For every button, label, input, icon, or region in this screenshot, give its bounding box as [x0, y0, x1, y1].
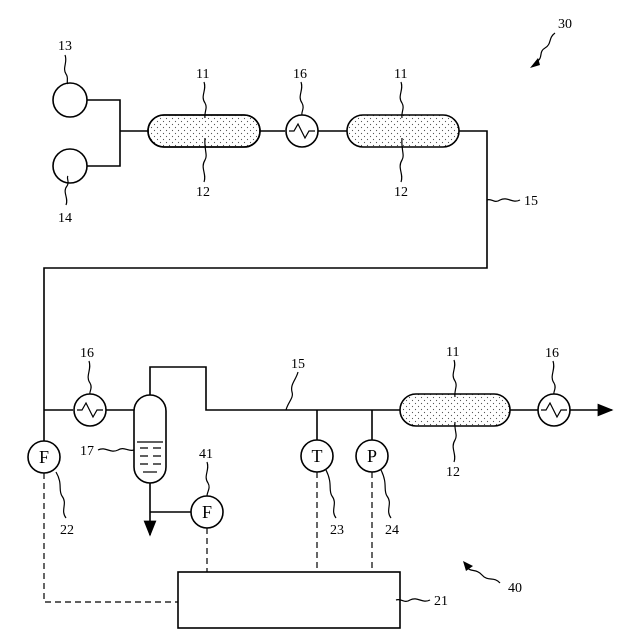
label-11b: 11	[394, 67, 407, 82]
label-16c: 16	[545, 346, 559, 361]
source-13	[53, 83, 87, 117]
heat-exchanger-16c	[538, 394, 570, 426]
label-16a: 16	[293, 67, 307, 82]
label-15b: 15	[291, 357, 305, 372]
label-16b: 16	[80, 346, 94, 361]
svg-text:T: T	[312, 446, 323, 466]
packed-vessel-11c	[400, 394, 510, 426]
flow-meter-22: F	[28, 441, 60, 473]
packed-vessel-11b	[347, 115, 459, 147]
svg-text:F: F	[202, 502, 212, 522]
label-30: 30	[558, 17, 572, 32]
reference-numerals: 30 40 13 14 11 12 16 11 12 15 16 17 22 4…	[58, 17, 572, 609]
label-11c: 11	[446, 345, 459, 360]
label-17: 17	[80, 444, 94, 459]
source-manifold	[87, 100, 148, 166]
label-11a: 11	[196, 67, 209, 82]
label-41: 41	[199, 447, 213, 462]
controller-21	[178, 572, 400, 628]
label-40: 40	[508, 581, 522, 596]
separator-17	[134, 395, 166, 483]
pressure-sensor-24: P	[356, 440, 388, 472]
label-14: 14	[58, 211, 72, 226]
label-15a: 15	[524, 194, 538, 209]
heat-exchanger-16a	[286, 115, 318, 147]
temperature-sensor-23: T	[301, 440, 333, 472]
packed-vessel-11a	[148, 115, 260, 147]
flow-meter-41: F	[191, 496, 223, 528]
heat-exchanger-16b	[74, 394, 106, 426]
svg-text:P: P	[367, 446, 377, 466]
label-22: 22	[60, 523, 74, 538]
label-23: 23	[330, 523, 344, 538]
label-12a: 12	[196, 185, 210, 200]
label-12b: 12	[394, 185, 408, 200]
label-21: 21	[434, 594, 448, 609]
svg-text:F: F	[39, 447, 49, 467]
label-24: 24	[385, 523, 399, 538]
label-13: 13	[58, 39, 72, 54]
pipe-15-main	[150, 367, 400, 410]
label-12c: 12	[446, 465, 460, 480]
source-14	[53, 149, 87, 183]
pipe-15-transfer	[44, 131, 487, 410]
